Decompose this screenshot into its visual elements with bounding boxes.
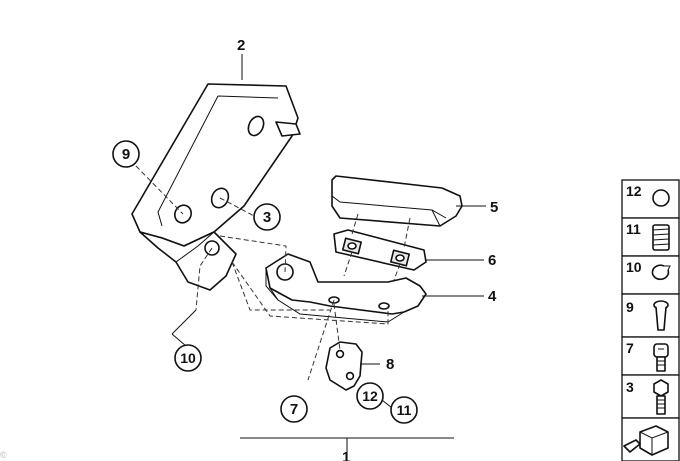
assembly-block-icon (623, 425, 669, 456)
legend-number-10: 10 (626, 259, 642, 275)
callout-1: 1 (342, 449, 350, 461)
hex-bolt-icon (653, 379, 669, 415)
legend-number-11: 11 (626, 221, 641, 237)
part-8-small-plate (325, 341, 363, 391)
part-6-plate (333, 229, 427, 271)
legend-number-7: 7 (626, 340, 634, 356)
watermark: © (0, 450, 7, 460)
spring-icon (652, 224, 670, 251)
legend-number-9: 9 (626, 299, 634, 315)
circlip-icon (651, 264, 671, 281)
callout-5: 5 (490, 199, 498, 216)
socket-screw-icon (653, 343, 669, 372)
callout-9-ring (112, 140, 140, 168)
legend-number-12: 12 (626, 183, 642, 199)
ring-seal-icon (652, 189, 670, 207)
callout-11-ring (390, 396, 418, 424)
callout-3-ring (253, 203, 281, 231)
callout-8: 8 (386, 356, 394, 373)
callout-4: 4 (488, 288, 497, 305)
part-5-pad (331, 175, 463, 227)
callout-7: 7 (290, 401, 298, 418)
callout-labels: 2 5 6 4 8 1 9 3 10 7 12 11 (112, 37, 498, 461)
leader-lines (171, 54, 486, 452)
pin-icon (653, 300, 669, 331)
callout-10-ring (174, 344, 202, 372)
callout-2: 2 (237, 37, 245, 54)
callout-10: 10 (180, 350, 196, 366)
callout-9: 9 (122, 146, 130, 163)
part-2-bracket (131, 83, 301, 291)
callout-6: 6 (488, 252, 496, 269)
parts-legend: 12 11 10 9 7 3 (621, 179, 680, 461)
callout-12-ring (356, 382, 384, 410)
callout-7-ring (280, 395, 308, 423)
callout-12: 12 (362, 388, 378, 404)
callout-3: 3 (263, 209, 271, 226)
legend-number-3: 3 (626, 379, 634, 395)
assembly-lines (135, 165, 411, 381)
callout-11: 11 (397, 402, 412, 418)
